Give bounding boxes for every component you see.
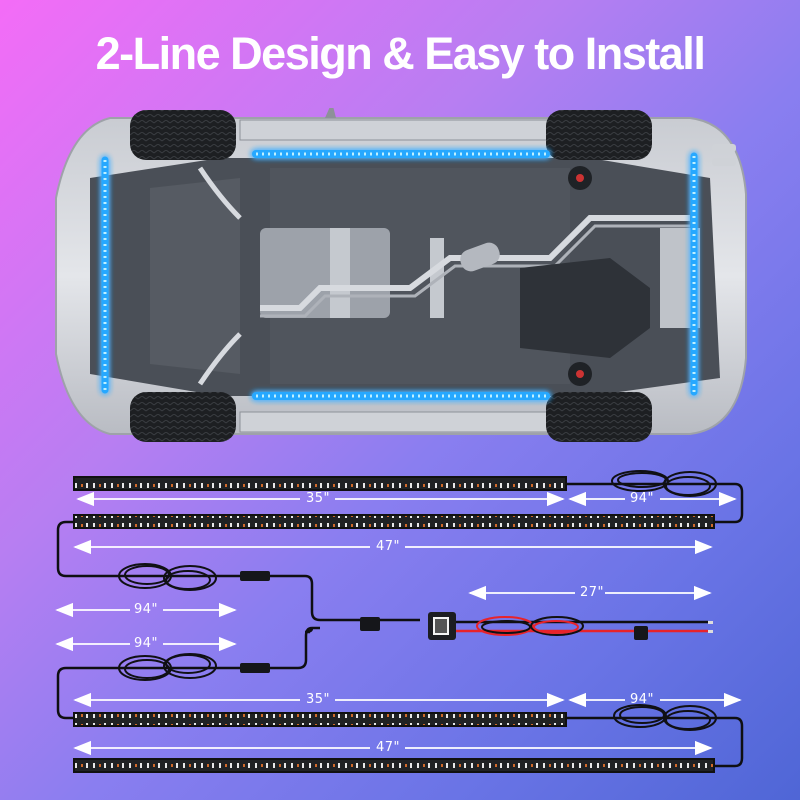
cable-coil-top-right [611, 470, 717, 497]
dim-label-cable-bottom-right: 94" [630, 692, 655, 707]
power-cable-coil [476, 616, 584, 636]
led-strip-47-top [73, 514, 715, 529]
cable-routing [56, 482, 744, 768]
dim-label-strip-top-long: 47" [376, 539, 401, 554]
wheel-front-left [130, 110, 236, 160]
y-splitter [360, 617, 380, 631]
fuse-holder [634, 626, 648, 640]
dimension-arrows [55, 491, 742, 756]
page-title: 2-Line Design & Easy to Install [95, 28, 706, 79]
bluetooth-control-box [428, 612, 456, 640]
dim-label-cable-mid-lower: 94" [134, 636, 159, 651]
dim-label-strip-bottom-short: 35" [306, 692, 331, 707]
cable-coil-mid-upper [118, 563, 217, 591]
led-glow-strips [101, 150, 698, 400]
dim-label-strip-top-short: 35" [306, 491, 331, 506]
dim-label-cable-mid-upper: 94" [134, 602, 159, 617]
led-strip-35-bottom [73, 712, 567, 727]
car-underside-illustration [55, 108, 747, 442]
led-strip-47-bottom [73, 758, 715, 773]
connector-upper [240, 571, 270, 581]
cable-coil-bottom-right [613, 704, 717, 731]
led-strip-35-top [73, 476, 567, 491]
connector-lower [240, 663, 270, 673]
dim-label-cable-top-right: 94" [630, 491, 655, 506]
dim-label-power-cable: 27" [580, 585, 605, 600]
cable-coil-mid-lower [118, 653, 217, 681]
dim-label-strip-bottom-long: 47" [376, 740, 401, 755]
